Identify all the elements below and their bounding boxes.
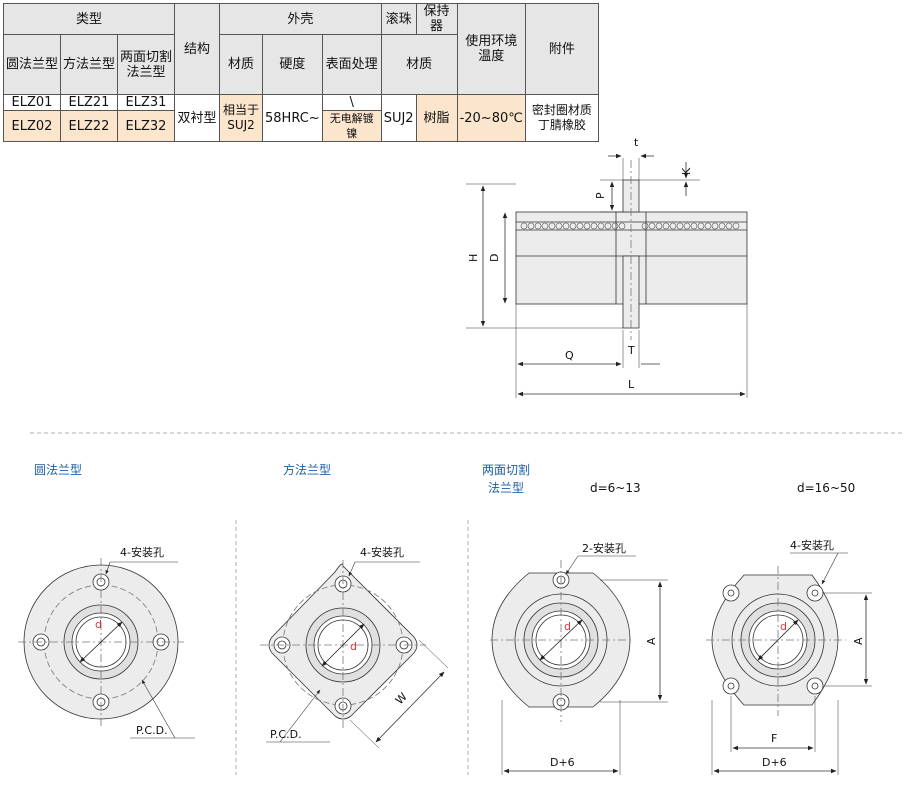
header-accessory: 附件 [524, 3, 599, 95]
cell-round-1: ELZ01 [3, 94, 61, 111]
twoside-small-d-label: d [564, 620, 571, 633]
header-square-flange: 方法兰型 [60, 34, 118, 95]
side-view-drawing [466, 153, 748, 398]
header-shell-material: 材质 [219, 34, 263, 95]
round-pcd-label: P.C.D. [136, 724, 168, 737]
twoside-small-a-label: A [645, 637, 658, 645]
twoside-large-d-label: d [780, 620, 787, 633]
twoside-large-a-label: A [852, 637, 865, 645]
square-flange-drawing [260, 560, 449, 749]
twoside-small-holes-label: 2-安装孔 [582, 541, 626, 555]
cell-ball-material: SUJ2 [380, 94, 417, 142]
cell-twoside-1: ELZ31 [117, 94, 175, 111]
dim-p-label: P [594, 192, 607, 199]
cell-shell-material: 相当于SUJ2 [219, 94, 263, 142]
square-pcd-label: P.C.D. [270, 728, 302, 741]
dim-T-label: T [627, 344, 635, 357]
square-holes-label: 4-安装孔 [360, 545, 404, 559]
cell-square-1: ELZ21 [60, 94, 118, 111]
square-w-label: W [393, 690, 410, 707]
square-flange-title: 方法兰型 [283, 462, 331, 477]
header-hardness: 硬度 [262, 34, 323, 95]
cell-structure: 双衬型 [174, 94, 220, 142]
range-large-note: d=16~50 [797, 481, 855, 495]
cell-square-2: ELZ22 [60, 110, 118, 142]
cell-round-2: ELZ02 [3, 110, 61, 142]
cell-twoside-2: ELZ32 [117, 110, 175, 142]
header-twoside-flange: 两面切割法兰型 [117, 34, 175, 95]
dim-l-label: L [628, 378, 635, 391]
twoside-large-holes-label: 4-安装孔 [790, 538, 834, 552]
cell-temperature: -20~80℃ [456, 94, 526, 142]
dim-h-label: H [467, 254, 480, 262]
range-small-note: d=6~13 [590, 481, 641, 495]
twoside-flange-title-1: 两面切割 [482, 462, 530, 477]
twoside-small-drawing [490, 555, 668, 775]
square-d-label: d [350, 640, 357, 653]
header-retainer: 保持器 [415, 3, 458, 35]
spec-table: 类型 结构 外壳 滚珠 保持器 使用环境温度 附件 圆法兰型 方法兰型 两面切割… [3, 3, 599, 142]
twoside-large-d6-label: D+6 [762, 756, 787, 769]
round-d-label: d [95, 618, 102, 631]
round-holes-label: 4-安装孔 [120, 545, 164, 559]
dim-t-label: t [634, 136, 639, 149]
dim-k-label: K [680, 167, 693, 175]
header-surface: 表面处理 [321, 34, 382, 95]
header-ball-material: 材质 [380, 34, 458, 95]
twoside-large-drawing [706, 552, 872, 775]
cell-retainer-material: 树脂 [415, 94, 458, 142]
dim-q-label: Q [565, 349, 574, 362]
header-type: 类型 [3, 3, 175, 35]
round-flange-drawing [18, 558, 195, 739]
twoside-large-f-label: F [771, 732, 777, 745]
cell-accessory: 密封圈材质丁腈橡胶 [524, 94, 599, 142]
round-flange-title: 圆法兰型 [34, 463, 82, 477]
cell-surface-2: 无电解镀镍 [321, 110, 382, 142]
twoside-flange-title-2: 法兰型 [488, 481, 524, 495]
cell-surface-1: \ [321, 94, 382, 111]
twoside-small-d6-label: D+6 [550, 756, 575, 769]
dim-d-label: D [488, 254, 501, 262]
cell-hardness: 58HRC~ [262, 94, 323, 142]
